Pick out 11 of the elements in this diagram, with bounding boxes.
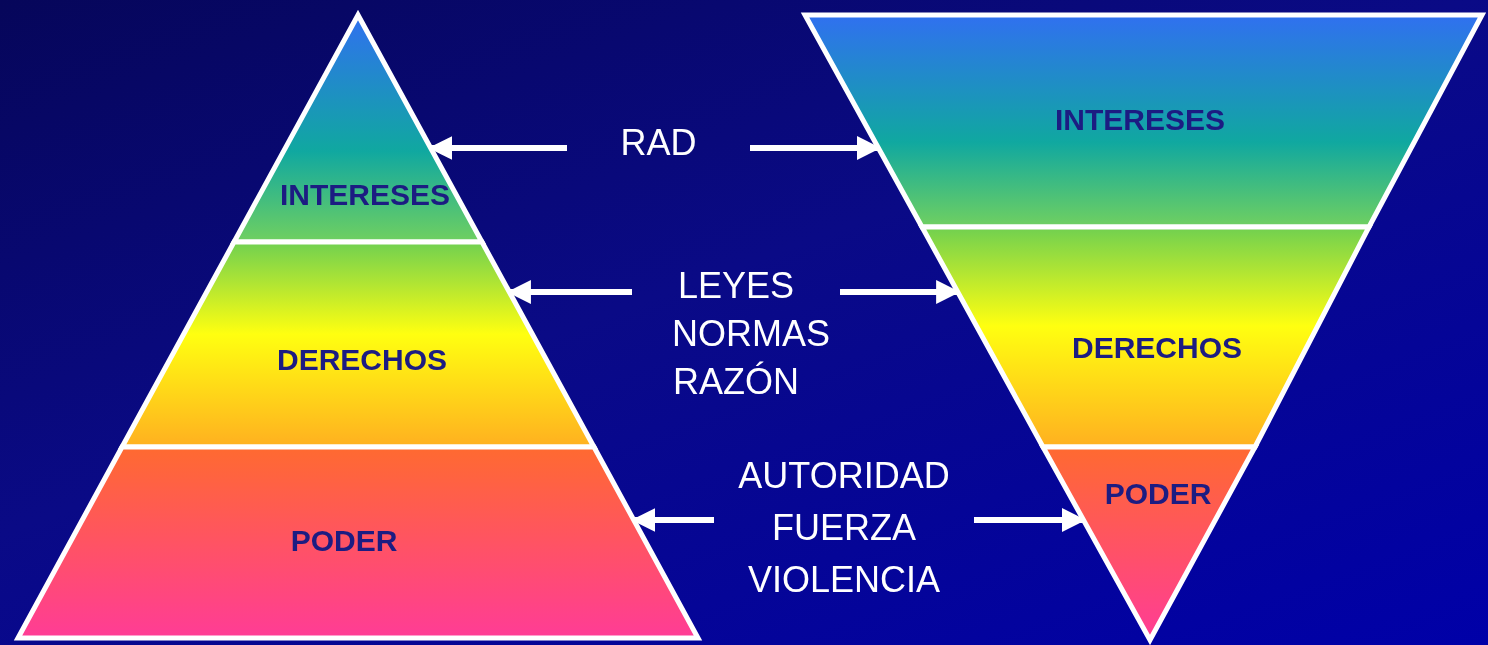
arrow-label: AUTORIDAD FUERZA VIOLENCIA (737, 454, 951, 602)
band-label: DERECHOS (277, 343, 447, 377)
band-label: INTERESES (280, 178, 450, 212)
arrow-label: RAD (619, 121, 698, 165)
band-label: PODER (1104, 477, 1212, 511)
band-label: PODER (290, 524, 398, 558)
arrow-label: LEYES NORMAS RAZÓN (671, 264, 831, 404)
band-label: INTERESES (1055, 103, 1225, 137)
band-label: DERECHOS (1072, 331, 1242, 365)
arrow (974, 508, 1086, 532)
arrow (750, 136, 881, 160)
